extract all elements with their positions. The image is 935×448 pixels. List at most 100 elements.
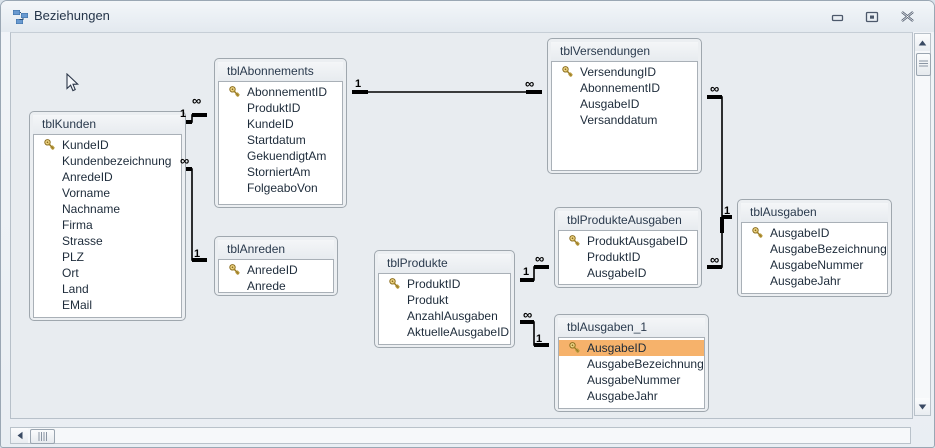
field-row[interactable]: KundeID bbox=[34, 137, 181, 153]
field-row[interactable]: GekuendigtAm bbox=[219, 148, 342, 164]
scroll-left-button[interactable] bbox=[11, 428, 28, 443]
field-row[interactable]: Ort bbox=[34, 265, 181, 281]
field-row[interactable]: AusgabeNummer bbox=[742, 257, 887, 273]
relationships-icon bbox=[13, 10, 28, 24]
field-row[interactable]: Vorname bbox=[34, 185, 181, 201]
field-row[interactable]: EMail bbox=[34, 297, 181, 313]
field-row[interactable]: Strasse bbox=[34, 233, 181, 249]
table-title[interactable]: tblVersendungen bbox=[551, 42, 698, 61]
field-row[interactable]: AbonnementID bbox=[219, 84, 342, 100]
table-title[interactable]: tblAnreden bbox=[218, 240, 334, 259]
title-bar: Beziehungen bbox=[1, 1, 934, 32]
field-row[interactable]: AusgabeJahr bbox=[559, 388, 704, 404]
field-label: ProduktID bbox=[587, 250, 641, 264]
cardinality-one-label: 1 bbox=[355, 78, 362, 90]
field-row[interactable]: AnredeID bbox=[34, 169, 181, 185]
field-row[interactable]: ProduktAusgabeID bbox=[559, 233, 697, 249]
field-row[interactable]: AusgabeBezeichnung bbox=[559, 356, 704, 372]
relationship-line[interactable] bbox=[707, 96, 732, 218]
field-row[interactable]: AnzahlAusgaben bbox=[379, 308, 510, 324]
field-row[interactable]: AbonnementID bbox=[552, 80, 697, 96]
table-title[interactable]: tblKunden bbox=[33, 115, 182, 134]
field-row[interactable]: ProduktID bbox=[379, 276, 510, 292]
field-label: Nachname bbox=[62, 202, 121, 216]
restore-button[interactable] bbox=[859, 6, 885, 26]
field-row[interactable]: AnredeID bbox=[219, 262, 333, 278]
field-row[interactable]: AusgabeID bbox=[742, 225, 887, 241]
field-label: Startdatum bbox=[247, 133, 306, 147]
table-title[interactable]: tblAusgaben bbox=[741, 203, 888, 222]
field-label: KundeID bbox=[62, 138, 109, 152]
primary-key-icon bbox=[569, 342, 580, 354]
field-row[interactable]: AusgabeID bbox=[559, 340, 704, 356]
field-row[interactable]: Land bbox=[34, 281, 181, 297]
field-row[interactable]: AusgabeBezeichnung bbox=[742, 241, 887, 257]
horizontal-scrollbar[interactable] bbox=[10, 427, 911, 444]
field-row[interactable]: ProduktID bbox=[219, 100, 342, 116]
table-title[interactable]: tblProdukteAusgaben bbox=[558, 211, 698, 230]
cardinality-many-label: ∞ bbox=[180, 153, 189, 168]
primary-key-icon bbox=[229, 86, 240, 98]
field-row[interactable]: AusgabeID bbox=[559, 265, 697, 281]
field-label: ProduktID bbox=[247, 101, 301, 115]
field-row[interactable]: AktuelleAusgabeID bbox=[379, 324, 510, 340]
scroll-up-button[interactable] bbox=[915, 34, 930, 51]
cardinality-one-label: 1 bbox=[536, 333, 543, 345]
minimize-button[interactable] bbox=[824, 6, 850, 26]
field-label: Anrede bbox=[247, 279, 286, 293]
vertical-scroll-thumb[interactable] bbox=[916, 53, 931, 76]
field-row[interactable]: FolgeaboVon bbox=[219, 180, 342, 196]
field-label: VersendungID bbox=[580, 65, 657, 79]
field-row[interactable]: KundeID bbox=[219, 116, 342, 132]
field-row[interactable]: Anrede bbox=[219, 278, 333, 293]
field-label: FolgeaboVon bbox=[247, 181, 318, 195]
field-label: StorniertAm bbox=[247, 165, 311, 179]
vertical-scrollbar[interactable] bbox=[914, 33, 931, 416]
relationship-line[interactable] bbox=[520, 321, 549, 346]
field-label: Ort bbox=[62, 266, 79, 280]
window-title: Beziehungen bbox=[34, 8, 110, 23]
field-row[interactable]: Firma bbox=[34, 217, 181, 233]
field-row[interactable]: Kundenbezeichnung bbox=[34, 153, 181, 169]
field-label: AusgabeNummer bbox=[770, 258, 864, 272]
field-row[interactable]: AusgabeID bbox=[552, 96, 697, 112]
field-row[interactable]: Produkt bbox=[379, 292, 510, 308]
field-label: AusgabeID bbox=[587, 266, 647, 280]
scroll-down-button[interactable] bbox=[915, 398, 930, 415]
field-label: EMail bbox=[62, 298, 93, 312]
field-row[interactable]: Startdatum bbox=[219, 132, 342, 148]
field-row[interactable]: AusgabeJahr bbox=[742, 273, 887, 289]
field-row[interactable]: VersendungID bbox=[552, 64, 697, 80]
field-row[interactable]: PLZ bbox=[34, 249, 181, 265]
field-row[interactable]: StorniertAm bbox=[219, 164, 342, 180]
table-title[interactable]: tblProdukte bbox=[378, 254, 511, 273]
table-title[interactable]: tblAusgaben_1 bbox=[558, 318, 705, 337]
close-button[interactable] bbox=[894, 6, 920, 26]
cardinality-many-label: ∞ bbox=[535, 251, 544, 266]
field-row[interactable]: ProduktID bbox=[559, 249, 697, 265]
field-row[interactable]: Versanddatum bbox=[552, 112, 697, 128]
horizontal-scroll-thumb[interactable] bbox=[30, 429, 55, 444]
field-row[interactable]: Nachname bbox=[34, 201, 181, 217]
cardinality-one-label: 1 bbox=[180, 108, 187, 120]
field-row[interactable]: AusgabeNummer bbox=[559, 372, 704, 388]
primary-key-icon bbox=[44, 139, 55, 151]
field-label: AusgabeBezeichnung bbox=[770, 242, 887, 256]
table-title[interactable]: tblAbonnements bbox=[218, 62, 343, 81]
cardinality-many-label: ∞ bbox=[192, 93, 201, 108]
field-label: AktuelleAusgabeID bbox=[407, 325, 510, 339]
